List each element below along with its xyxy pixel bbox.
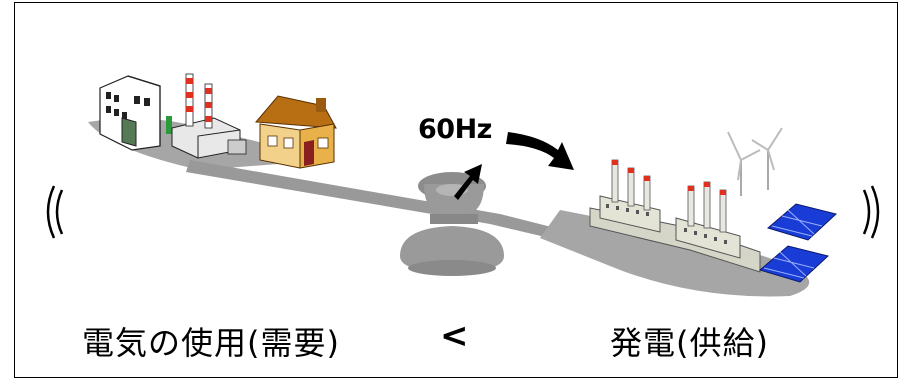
- comparison-symbol: <: [440, 316, 469, 356]
- supply-label: 発電(供給): [610, 324, 769, 362]
- arrow-icon-up: [454, 164, 482, 200]
- power-plant-icon: [589, 159, 761, 273]
- factory-icon: [99, 73, 247, 159]
- vibration-mark-icon-right: [862, 185, 880, 239]
- frequency-label: 60Hz: [418, 114, 492, 145]
- demand-label: 電気の使用(需要): [82, 324, 340, 362]
- solar-panel-icon: [758, 203, 838, 283]
- house-icon: [254, 95, 337, 169]
- vibration-mark-icon-left: [46, 185, 64, 239]
- arrow-icon-down: [506, 132, 574, 170]
- wind-turbine-icon: [727, 127, 783, 196]
